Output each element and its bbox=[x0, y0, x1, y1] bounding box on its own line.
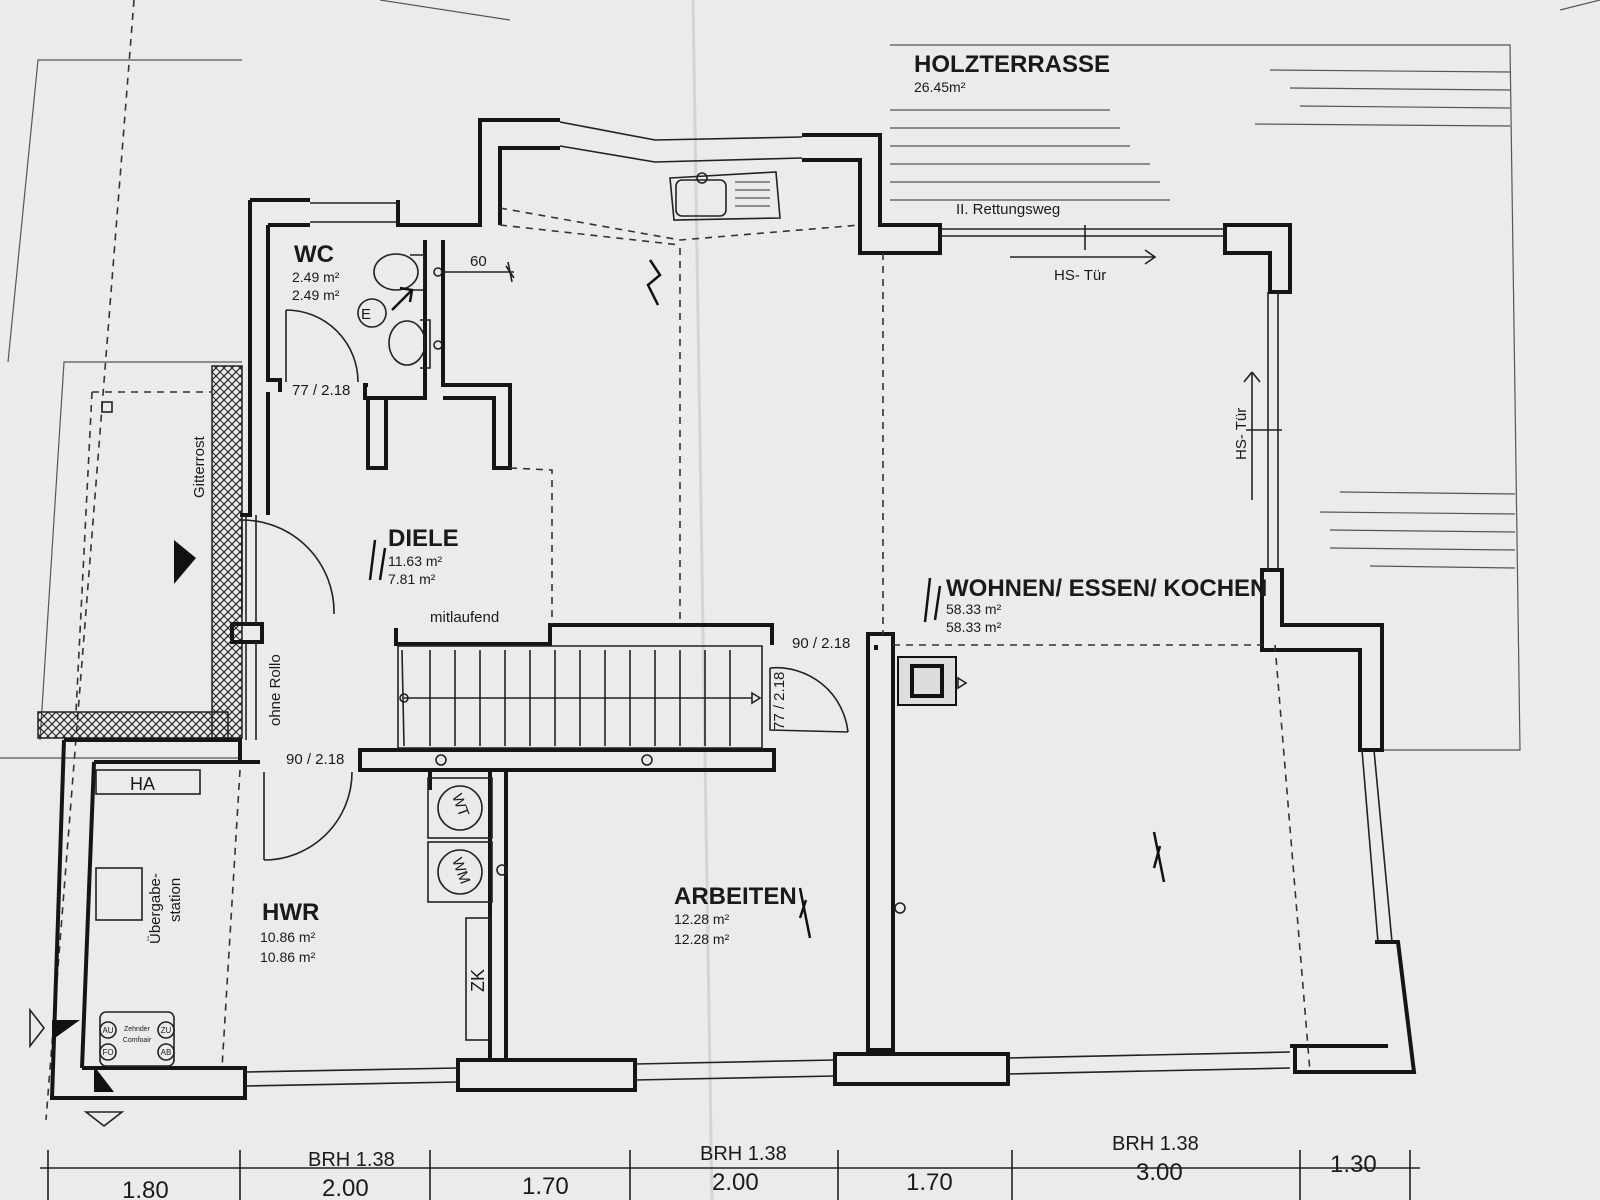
small-marker bbox=[101, 401, 113, 413]
hs-tuer-top-label: HS- Tür bbox=[1054, 267, 1106, 284]
ab-label: AB bbox=[161, 1048, 172, 1057]
wc-door-dim: 77 / 2.18 bbox=[292, 382, 350, 399]
arbeiten-area-1: 12.28 m² bbox=[674, 911, 730, 927]
zu-label: ZU bbox=[161, 1026, 172, 1035]
arbeiten-name: ARBEITEN bbox=[674, 883, 797, 910]
wohnen-area-1: 58.33 m² bbox=[946, 601, 1002, 617]
terrace-boards bbox=[890, 69, 1516, 569]
kitchen-sink bbox=[669, 171, 781, 221]
zehnder-label: Zehnder bbox=[124, 1026, 151, 1033]
ha-label: HA bbox=[130, 774, 155, 794]
terrace-name: HOLZTERRASSE bbox=[914, 51, 1110, 78]
hatched-wall-side bbox=[211, 365, 243, 739]
diele-area-1: 11.63 m² bbox=[388, 553, 443, 569]
width-dim-7: 1.30 bbox=[1330, 1151, 1377, 1178]
au-label: AU bbox=[102, 1026, 113, 1035]
comfoair-label: Comfoair bbox=[123, 1037, 152, 1044]
width-dim-2: 2.00 bbox=[322, 1175, 369, 1200]
width-dim-3: 1.70 bbox=[522, 1173, 569, 1200]
width-dim-5: 1.70 bbox=[906, 1169, 953, 1196]
gitterrost-label: Gitterrost bbox=[191, 435, 208, 498]
ventilation-label: E bbox=[361, 306, 371, 323]
wc-fixtures bbox=[357, 253, 515, 369]
stair-door-dim: 90 / 2.18 bbox=[792, 635, 850, 652]
hwr-equipment bbox=[29, 769, 906, 1128]
wc-area-2: 2.49 m² bbox=[292, 287, 340, 303]
brh-label-1: BRH 1.38 bbox=[308, 1149, 395, 1171]
washer-wm-icon bbox=[427, 841, 493, 903]
fireplace bbox=[897, 656, 968, 706]
washer-wt-icon bbox=[427, 777, 493, 839]
diele-area-2: 7.81 m² bbox=[388, 571, 436, 587]
hwr-area-1: 10.86 m² bbox=[260, 929, 316, 945]
labels: HOLZTERRASSE 26.45m² WC 2.49 m² 2.49 m² … bbox=[102, 51, 1376, 1200]
hwr-area-2: 10.86 m² bbox=[260, 949, 316, 965]
dimension-line bbox=[40, 1150, 1420, 1200]
wohnen-name: WOHNEN/ ESSEN/ KOCHEN bbox=[946, 575, 1267, 602]
ventilation-e-icon bbox=[357, 298, 387, 328]
ha-box bbox=[95, 769, 201, 795]
arbeiten-area-2: 12.28 m² bbox=[674, 931, 730, 947]
width-dim-4: 2.00 bbox=[712, 1169, 759, 1196]
comfoair-unit bbox=[99, 1011, 175, 1067]
ohne-rollo-label: ohne Rollo bbox=[267, 654, 284, 726]
wc-name: WC bbox=[294, 241, 334, 268]
wohnen-area-2: 58.33 m² bbox=[946, 619, 1002, 635]
dashed-lines bbox=[221, 207, 1311, 1073]
wc-offset-dim: 60 bbox=[470, 253, 487, 270]
uebergabe-label: Übergabe- bbox=[146, 873, 164, 944]
zk-cabinet bbox=[465, 917, 491, 1041]
doors bbox=[241, 309, 849, 861]
width-dim-6: 3.00 bbox=[1136, 1159, 1183, 1186]
diele-name: DIELE bbox=[388, 525, 459, 552]
arrows bbox=[368, 225, 1282, 939]
wc-area-1: 2.49 m² bbox=[292, 269, 340, 285]
staircase bbox=[397, 645, 763, 766]
zk-label: ZK bbox=[468, 969, 488, 992]
wt-label: WT bbox=[448, 792, 472, 820]
windows bbox=[244, 121, 1393, 1087]
hatched-wall-bottom bbox=[37, 711, 229, 739]
rettungsweg-label: II. Rettungsweg bbox=[956, 201, 1060, 218]
stairs-up-symbol bbox=[646, 259, 662, 306]
station-label: station bbox=[167, 878, 184, 922]
uebergabe-box bbox=[95, 867, 143, 921]
width-dim-1: 1.80 bbox=[122, 1177, 169, 1200]
terrace-area: 26.45m² bbox=[914, 79, 966, 95]
hs-tuer-right-label: HS- Tür bbox=[1233, 408, 1250, 460]
site-lines bbox=[0, 0, 1600, 1121]
hwr-door-dim: 90 / 2.18 bbox=[286, 751, 344, 768]
fo-label: FO bbox=[102, 1048, 113, 1057]
paper-fold bbox=[691, 0, 714, 1200]
mitlaufend-label: mitlaufend bbox=[430, 609, 499, 626]
brh-label-3: BRH 1.38 bbox=[1112, 1133, 1199, 1155]
brh-label-2: BRH 1.38 bbox=[700, 1143, 787, 1165]
stair-door-side-dim: 77 / 2.18 bbox=[771, 672, 788, 730]
hwr-name: HWR bbox=[262, 899, 319, 926]
entrance-arrow-icon bbox=[174, 540, 196, 584]
